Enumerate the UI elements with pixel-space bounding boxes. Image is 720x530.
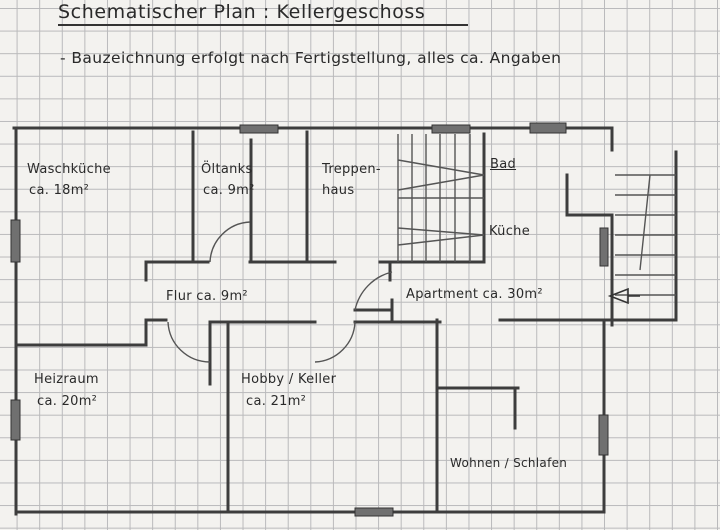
windows	[10, 122, 609, 517]
room-treppenhaus-2: haus	[322, 183, 355, 198]
room-waschkueche: Waschküche	[27, 162, 111, 177]
entrance-arrow-icon	[607, 287, 640, 305]
room-treppenhaus: Treppen-	[322, 162, 381, 177]
room-apartment: Apartment ca. 30m²	[406, 287, 543, 302]
room-oeltanks: Öltanks	[201, 162, 253, 177]
area-heizraum: ca. 20m²	[37, 394, 98, 409]
area-waschkueche: ca. 18m²	[29, 183, 90, 198]
room-kueche: Küche	[489, 224, 531, 239]
plan-title: Schematischer Plan : Kellergeschoss	[58, 3, 468, 26]
doors	[167, 221, 393, 363]
room-wohnen: Wohnen / Schlafen	[450, 456, 568, 470]
room-bad: Bad	[490, 157, 517, 172]
staircase	[397, 134, 676, 296]
area-oeltanks: ca. 9m²	[203, 183, 255, 198]
room-hobby: Hobby / Keller	[241, 372, 337, 387]
area-hobby: ca. 21m²	[246, 394, 307, 409]
room-flur: Flur ca. 9m²	[166, 289, 248, 304]
walls	[12, 126, 678, 516]
plan-subtitle: - Bauzeichnung erfolgt nach Fertigstellu…	[60, 49, 562, 67]
room-heizraum: Heizraum	[34, 372, 99, 387]
